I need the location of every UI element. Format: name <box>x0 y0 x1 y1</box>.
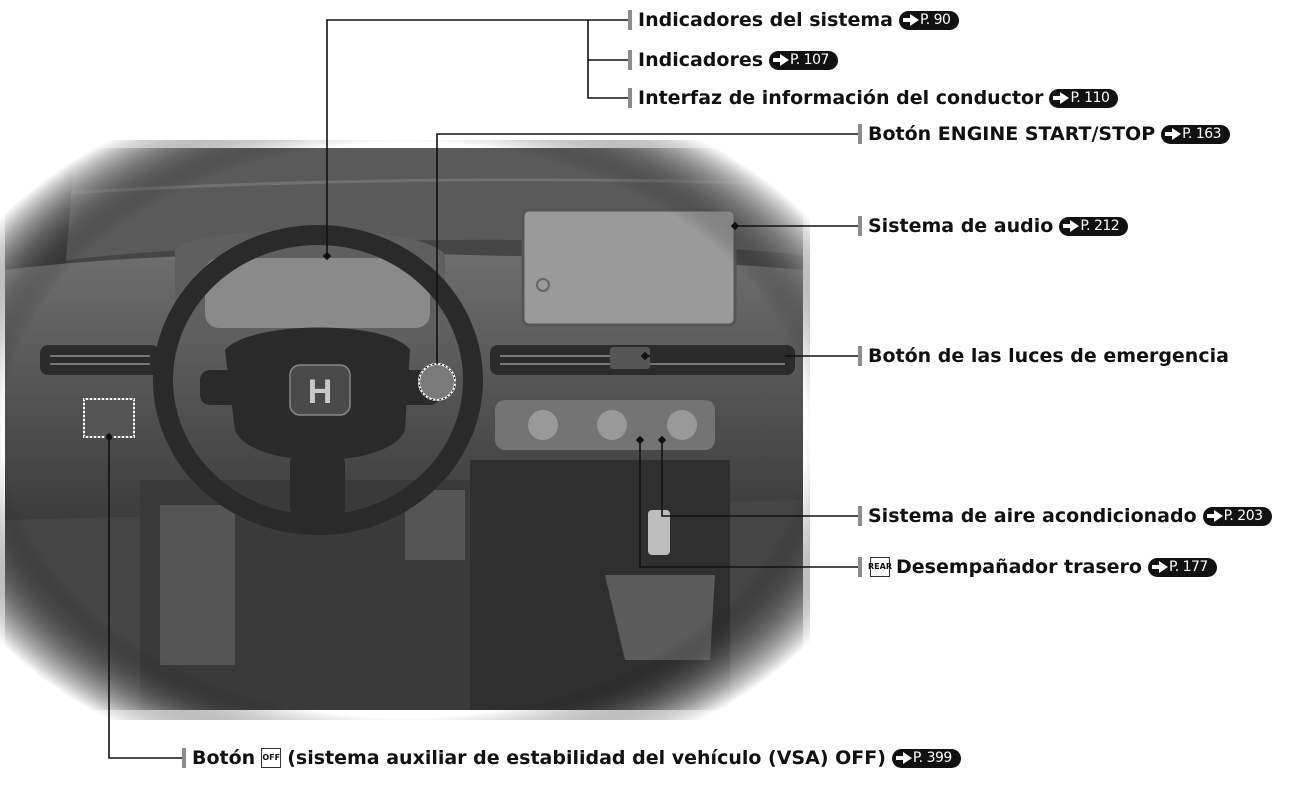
leader-dot <box>104 432 114 442</box>
callout-bar <box>858 557 862 577</box>
callout-label: (sistema auxiliar de estabilidad del veh… <box>287 747 886 769</box>
callout-indicators: Indicadores P. 107 <box>628 48 838 72</box>
page-ref-link[interactable]: P. 399 <box>891 748 961 768</box>
callout-hazard: Botón de las luces de emergencia <box>858 344 1229 368</box>
callout-vsa: Botón OFF (sistema auxiliar de estabilid… <box>182 746 961 770</box>
callout-bar <box>858 124 862 144</box>
leader-dot <box>635 435 645 445</box>
page-ref-link[interactable]: P. 90 <box>898 10 960 30</box>
callout-label: Indicadores <box>638 49 764 71</box>
leader-dot <box>640 351 650 361</box>
leader-rear-defrost <box>639 440 858 568</box>
callout-rear-defrost: REAR Desempañador trasero P. 177 <box>858 555 1217 579</box>
callout-label: Botón ENGINE START/STOP <box>868 123 1156 145</box>
vsa-off-icon: OFF <box>261 748 282 768</box>
callout-label: Desempañador trasero <box>896 556 1142 578</box>
arrow-right-icon <box>1158 561 1168 573</box>
callout-label: Indicadores del sistema <box>638 9 893 31</box>
page-ref-link[interactable]: P. 212 <box>1059 216 1129 236</box>
callout-label: Sistema de aire acondicionado <box>868 505 1197 527</box>
callout-label: Botón de las luces de emergencia <box>868 345 1229 367</box>
leader-driver-info <box>587 60 628 99</box>
arrow-right-icon <box>902 752 912 764</box>
callout-bar <box>858 216 862 236</box>
arrow-right-icon <box>909 14 919 26</box>
callout-engine-start: Botón ENGINE START/STOP P. 163 <box>858 122 1231 146</box>
callout-climate: Sistema de aire acondicionado P. 203 <box>858 504 1272 528</box>
callout-bar <box>628 10 632 30</box>
leader-climate <box>661 440 858 517</box>
arrow-right-icon <box>1060 92 1070 104</box>
page-ref-link[interactable]: P. 110 <box>1049 88 1119 108</box>
leader-dot <box>322 251 332 261</box>
leader-engine-start <box>436 133 858 364</box>
page-ref-link[interactable]: P. 203 <box>1202 506 1272 526</box>
leader-vsa <box>108 437 182 759</box>
callout-bar <box>628 50 632 70</box>
page-ref-link[interactable]: P. 107 <box>769 50 838 70</box>
callout-bar <box>182 748 186 768</box>
page-ref-link[interactable]: P. 163 <box>1161 124 1231 144</box>
leader-indicators <box>587 20 628 61</box>
leader-dot <box>730 221 740 231</box>
arrow-right-icon <box>1172 128 1182 140</box>
callout-audio: Sistema de audio P. 212 <box>858 214 1129 238</box>
callout-bar <box>628 88 632 108</box>
arrow-right-icon <box>780 54 790 66</box>
callout-bar <box>858 506 862 526</box>
page-ref-link[interactable]: P. 177 <box>1147 557 1217 577</box>
callout-label: Sistema de audio <box>868 215 1054 237</box>
callout-label: Interfaz de información del conductor <box>638 87 1044 109</box>
arrow-right-icon <box>1213 510 1223 522</box>
leader-system-indicators <box>326 19 628 256</box>
arrow-right-icon <box>1070 220 1080 232</box>
callout-driver-info: Interfaz de información del conductor P.… <box>628 86 1119 110</box>
callout-bar <box>858 346 862 366</box>
callout-system-indicators: Indicadores del sistema P. 90 <box>628 8 960 32</box>
callout-label-prefix: Botón <box>192 747 256 769</box>
leader-dot <box>657 435 667 445</box>
rear-defrost-icon: REAR <box>868 557 892 577</box>
